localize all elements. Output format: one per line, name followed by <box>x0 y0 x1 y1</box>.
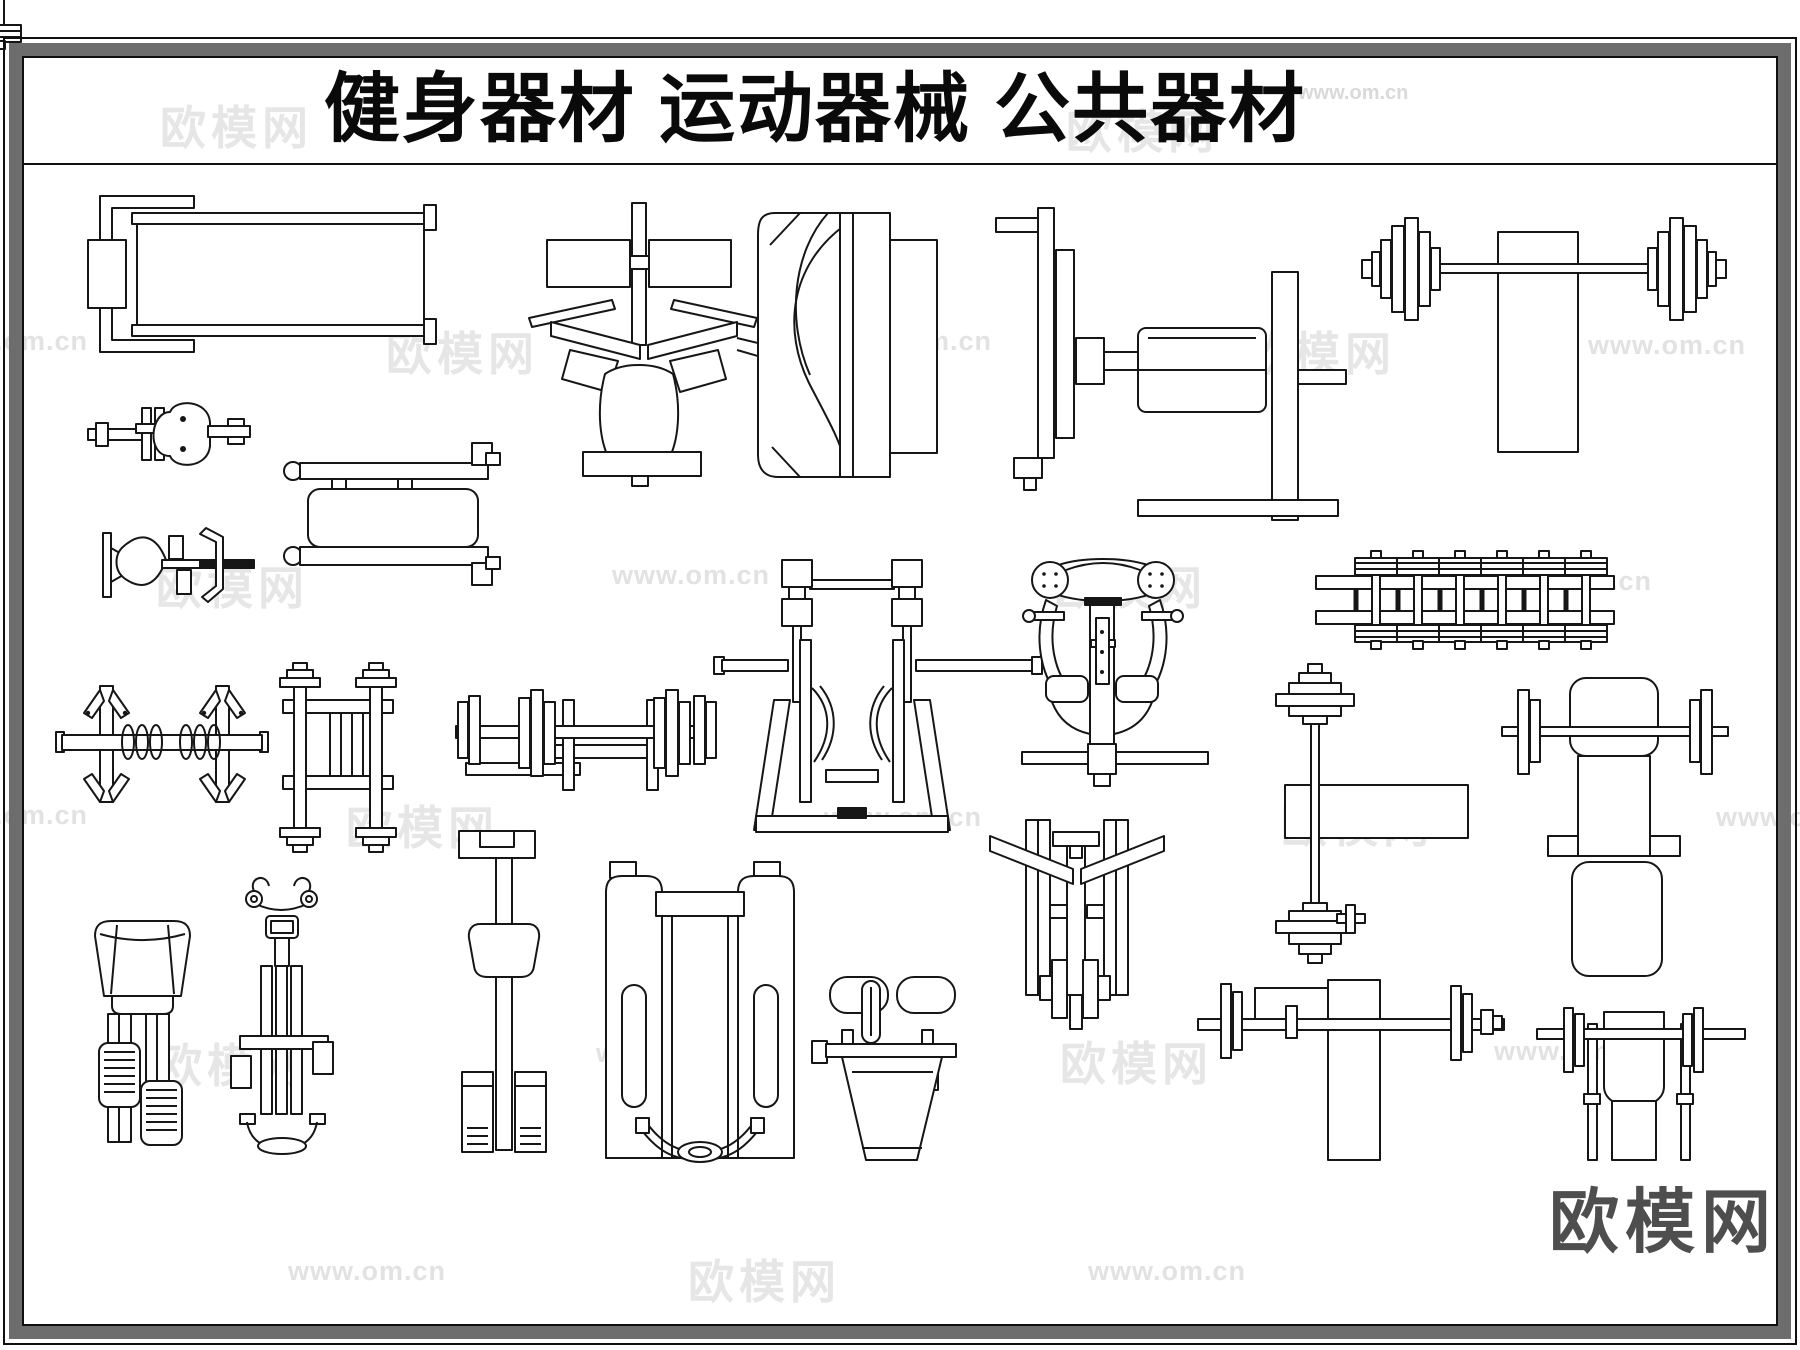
watermark-cn: 欧模网 <box>1066 106 1219 158</box>
incline-bench-with-barbell <box>1536 861 1746 1161</box>
exercise-bike-small <box>87 402 251 466</box>
barbell-on-bench <box>1361 217 1727 453</box>
watermark-dark: 欧模网 <box>1549 1183 1777 1261</box>
spin-bike <box>230 877 334 1155</box>
standing-trainer <box>458 830 547 1153</box>
back-extension-board <box>811 976 957 1161</box>
watermark-url: www.om.cn <box>612 560 771 590</box>
climber-machine <box>605 861 795 1163</box>
treadmill-top-view <box>87 195 437 353</box>
press-machine <box>995 207 1347 521</box>
watermark-cn: 欧模网 <box>1060 1038 1213 1090</box>
v-bar-machine <box>989 819 1165 1030</box>
stepper-machine <box>94 920 191 1146</box>
watermark-cn: 欧模网 <box>688 1256 841 1308</box>
flat-bench-with-barbell <box>1501 677 1729 857</box>
pec-deck-machine <box>528 202 890 487</box>
watermark-url: www.om.cn <box>1588 330 1747 360</box>
roller-bench <box>283 442 501 586</box>
watermark-cn: 欧模网 <box>160 102 313 154</box>
cable-station-machine <box>757 212 938 478</box>
page-title: 健身器材 运动器械 公共器材 <box>323 67 1307 152</box>
dumbbell-rack <box>0 0 1615 650</box>
shoulder-press-machine <box>1021 558 1209 787</box>
barbell-rack <box>279 662 397 853</box>
watermark-url-sm: www.om.cn <box>1298 82 1409 104</box>
plate-loaded-barbell <box>455 689 717 791</box>
title-divider-line <box>24 163 1776 165</box>
watermark-url: www.om.cn <box>288 1256 447 1286</box>
barbell-with-stands <box>55 685 269 803</box>
watermark-url: www.om.cn <box>1088 1256 1247 1286</box>
rowing-trainer-small <box>102 527 255 603</box>
bench-press-station <box>1197 904 1505 1161</box>
vertical-barbell <box>1275 663 1469 964</box>
weight-stack-machine <box>713 559 1043 833</box>
